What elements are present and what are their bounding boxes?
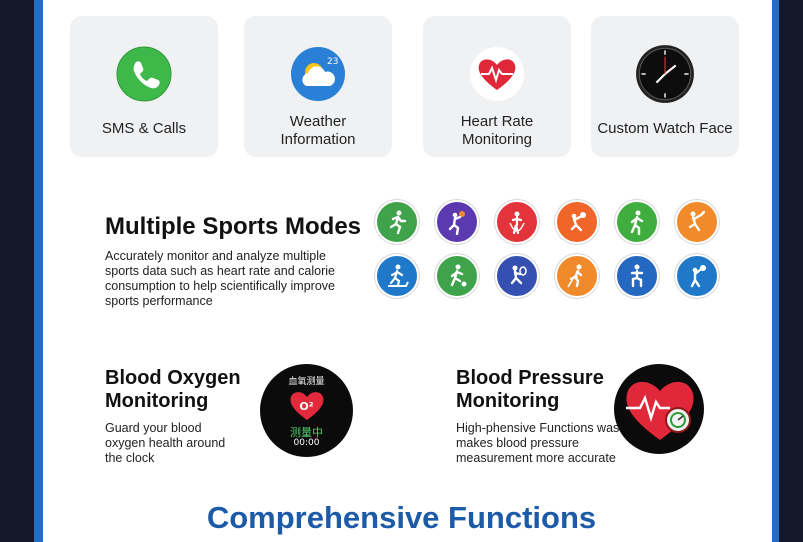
- watch-face-icon: [636, 45, 694, 103]
- feature-card-weather: 23 Weather Information: [244, 16, 392, 157]
- feature-label: Custom Watch Face: [597, 120, 733, 137]
- blood-pressure-title: Blood Pressure Monitoring: [456, 367, 604, 412]
- blood-oxygen-watch: 血氧测量 O² 测量中 00:00: [260, 364, 353, 457]
- feature-card-heart-rate: Heart Rate Monitoring: [423, 16, 571, 157]
- heart-rate-icon: [470, 47, 524, 101]
- oxygen-badge: O²: [299, 400, 314, 413]
- walking-icon: [615, 200, 659, 244]
- soccer-icon: [435, 254, 479, 298]
- volleyball-icon: [555, 200, 599, 244]
- watch-top-label: 血氧测量: [288, 377, 325, 387]
- sports-icon-grid: [375, 200, 721, 300]
- heart-pressure-icon: [626, 381, 694, 440]
- heart-icon: [290, 392, 324, 420]
- blood-pressure-watch: [614, 364, 704, 454]
- feature-label: Heart Rate Monitoring: [460, 113, 534, 148]
- sports-description: Accurately monitor and analyze multiple …: [105, 249, 335, 308]
- squat-icon: [615, 254, 659, 298]
- sports-title: Multiple Sports Modes: [105, 213, 362, 240]
- blood-oxygen-description: Guard your blood oxygen health around th…: [105, 421, 226, 465]
- tennis-icon: [495, 254, 539, 298]
- basketball-icon: [435, 200, 479, 244]
- jump-rope-icon: [495, 200, 539, 244]
- running-icon: [375, 200, 419, 244]
- climbing-icon: [555, 254, 599, 298]
- feature-label: Weather Information: [280, 113, 356, 148]
- watch-time: 00:00: [293, 438, 320, 448]
- volleyball-hit-icon: [675, 254, 719, 298]
- blood-pressure-description: High-phensive Functions was makes blood …: [456, 421, 620, 465]
- phone-icon: [116, 46, 172, 102]
- watch-status: 测量中: [290, 426, 323, 439]
- section-title: Comprehensive Functions: [206, 500, 597, 535]
- weather-icon: 23: [291, 47, 345, 101]
- badminton-icon: [675, 200, 719, 244]
- blood-oxygen-title: Blood Oxygen Monitoring: [105, 367, 241, 412]
- feature-card-watch-face: Custom Watch Face: [591, 16, 739, 157]
- weather-badge: 23: [327, 57, 338, 67]
- feature-card-sms-calls: SMS & Calls: [70, 16, 218, 157]
- feature-label: SMS & Calls: [101, 120, 187, 137]
- treadmill-icon: [375, 254, 419, 298]
